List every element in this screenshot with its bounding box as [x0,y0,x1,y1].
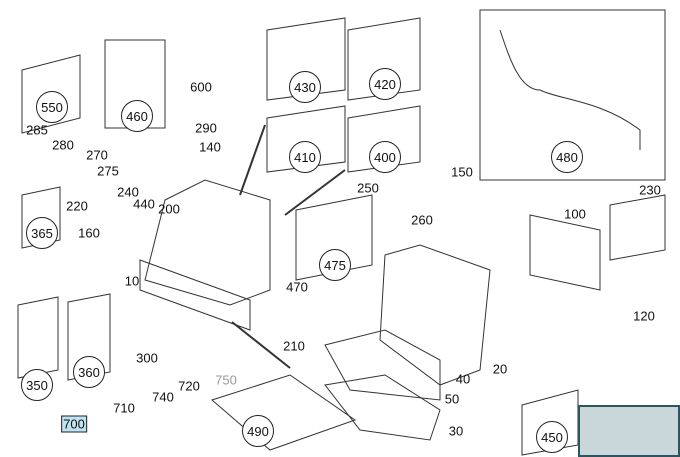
label-150: 150 [451,164,473,180]
label-30: 30 [448,423,464,439]
label-100: 100 [564,206,586,222]
label-720: 720 [178,378,200,394]
label-600: 600 [190,79,212,95]
label-710: 710 [113,400,135,416]
label-240: 240 [117,184,139,200]
label-280: 280 [52,137,74,153]
overview-thumbnail[interactable] [578,405,680,457]
label-20: 20 [492,361,508,377]
arrow-line [231,321,291,369]
label-700-highlighted: 700 [61,415,87,433]
group-box-400 [347,105,421,173]
bench-back-frame [529,214,601,291]
callout-410: 410 [289,141,321,173]
label-210: 210 [283,338,305,354]
callout-350: 350 [21,369,53,401]
bench-base-shape [324,329,441,401]
group-box-360 [67,293,111,381]
group-box-550 [21,54,81,134]
label-10: 10 [124,273,140,289]
label-740: 740 [152,389,174,405]
callout-365: 365 [26,217,58,249]
label-275: 275 [97,163,119,179]
arrow-line [284,169,346,216]
callout-360: 360 [73,356,105,388]
belt-path-480 [499,29,641,150]
callout-550: 550 [36,91,68,123]
label-750: 750 [215,372,237,388]
callout-400: 400 [369,141,401,173]
label-140: 140 [199,139,221,155]
label-230: 230 [639,182,661,198]
group-box-350 [17,296,59,379]
bench-back-panel [609,194,666,261]
callout-475: 475 [319,249,351,281]
group-box-410 [266,105,346,173]
label-120: 120 [633,308,655,324]
seat-base-shape [139,259,251,331]
label-260: 260 [411,212,433,228]
group-box-480 [479,9,666,181]
label-300: 300 [136,350,158,366]
label-160: 160 [78,225,100,241]
callout-460: 460 [121,100,153,132]
label-50: 50 [444,391,460,407]
group-box-365 [21,186,61,249]
callout-450: 450 [536,421,568,453]
bench-base-lower [324,374,441,441]
callout-430: 430 [289,71,321,103]
callout-480: 480 [551,141,583,173]
label-40: 40 [455,371,471,387]
bench-back-shape [379,244,491,386]
label-220: 220 [66,198,88,214]
seat-back-shape [144,179,271,306]
group-box-475 [295,194,373,281]
label-290: 290 [195,120,217,136]
label-470: 470 [286,279,308,295]
label-440: 440 [133,196,155,212]
label-270: 270 [86,147,108,163]
label-285: 285 [26,122,48,138]
label-250: 250 [357,180,379,196]
label-200: 200 [158,201,180,217]
group-box-430 [266,17,346,101]
group-box-420 [347,17,421,101]
callout-490: 490 [242,415,274,447]
arrow-line [239,124,266,196]
callout-420: 420 [369,68,401,100]
